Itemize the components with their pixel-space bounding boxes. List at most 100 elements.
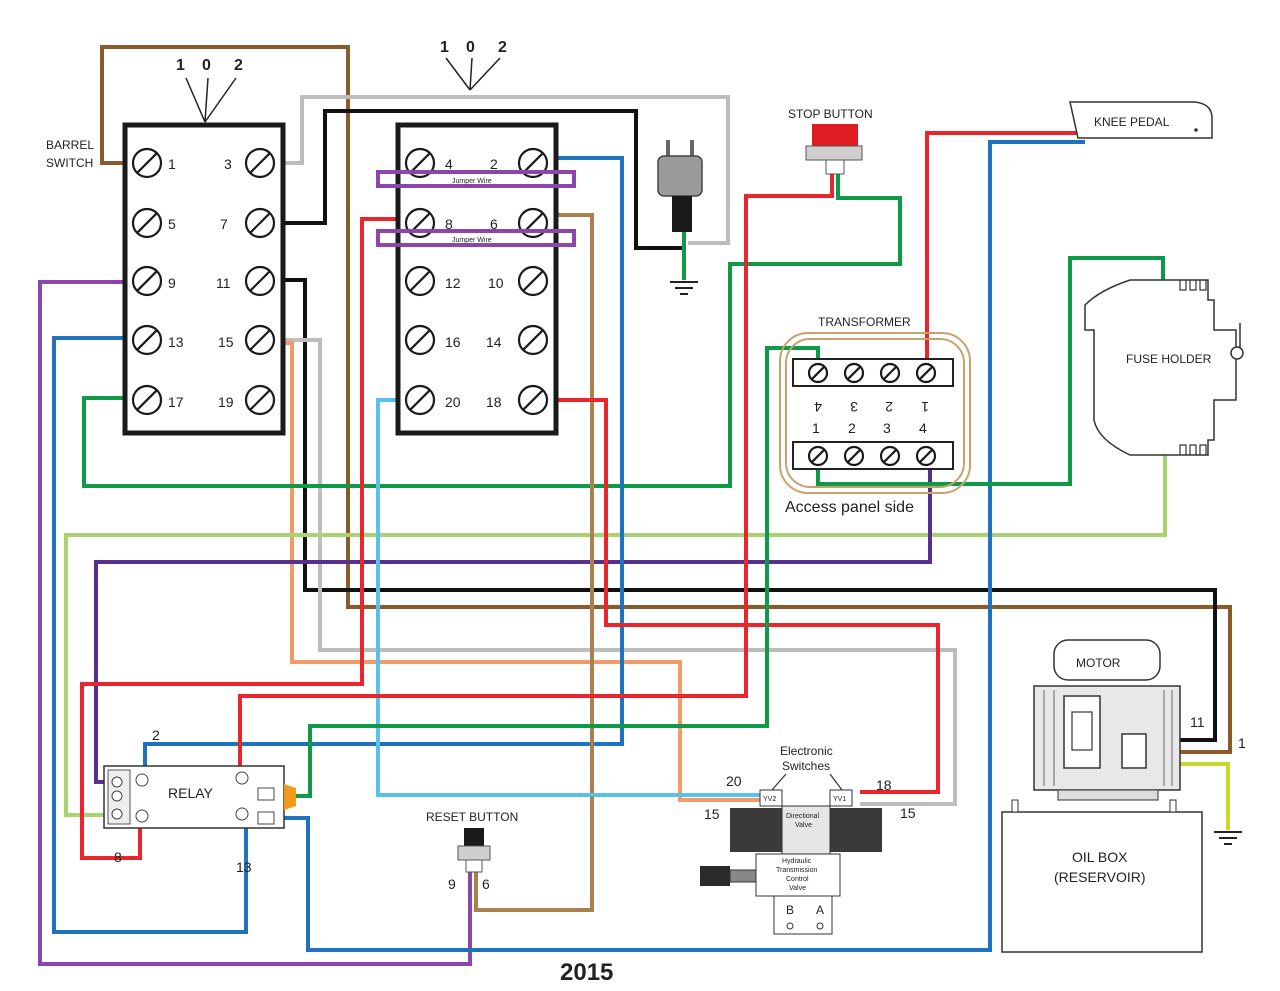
wire-green-barrel-17 (82, 173, 902, 488)
wire-black-barrel-11 (280, 278, 1217, 742)
switch2-term-label: 18 (486, 394, 502, 410)
barrel-term-label: 1 (168, 156, 176, 172)
yv1-switch (829, 789, 853, 807)
wire-gray-barrel-15 (280, 338, 957, 806)
switch2-position-0: 0 (466, 39, 475, 56)
directional-label-2: Valve (795, 822, 812, 829)
port-b-label: B (786, 903, 794, 917)
yv1-label: YV1 (833, 796, 846, 803)
reset-button-collar (457, 845, 491, 861)
screw-terminal (244, 207, 276, 239)
motor-wire-11: 11 (1190, 714, 1205, 730)
screw-terminal (807, 362, 829, 384)
transformer-top-number: 2 (885, 399, 893, 415)
plug-prong (666, 140, 670, 156)
switch2-term-label: 10 (488, 275, 504, 291)
switch2-term-label: 4 (445, 156, 453, 172)
yv2-label: YV2 (763, 796, 776, 803)
screw-terminal (879, 362, 901, 384)
screw-terminal (131, 207, 163, 239)
screw-terminal (517, 324, 549, 356)
plug-head (657, 155, 703, 197)
switch2-term-label: 16 (445, 334, 461, 350)
transformer-bottom-number: 3 (883, 420, 891, 436)
screw-terminal (131, 384, 163, 416)
hydraulic-valve: Electronic Switches YV2 YV1 20 15 18 15 … (700, 744, 916, 935)
switch2-term-label: 12 (445, 275, 461, 291)
switch2-term-label: 20 (445, 394, 461, 410)
reset-button-base (465, 859, 483, 873)
year-label: 2015 (560, 959, 613, 986)
screw-terminal (244, 147, 276, 179)
screw-terminal (843, 362, 865, 384)
fuse-holder-label: FUSE HOLDER (1126, 352, 1212, 366)
switch2-position-2: 2 (498, 39, 507, 56)
oil-box-label-2: (RESERVOIR) (1054, 869, 1146, 885)
valve-handwheel (700, 866, 730, 886)
screw-terminal (244, 384, 276, 416)
wire-orange-barrel-15 (280, 341, 760, 802)
screw-terminal (517, 384, 549, 416)
valve-right-number-18: 18 (876, 777, 892, 793)
transformer-top-number: 4 (814, 399, 822, 415)
hydraulic-label-2: Transmission (776, 867, 817, 874)
jumper-wire-1 (376, 170, 576, 188)
directional-valve-center (781, 805, 831, 855)
screw-terminal (131, 265, 163, 297)
ground-symbol-plug (670, 281, 698, 295)
barrel-switch-label-1: BARREL (46, 138, 94, 152)
screw-terminal (404, 265, 436, 297)
screw-terminal (915, 445, 937, 467)
barrel-position-2: 2 (234, 57, 243, 74)
screw-terminal (404, 324, 436, 356)
wire-purple-barrel-9 (38, 280, 472, 966)
switch2-term-label: 14 (486, 334, 502, 350)
barrel-switch: BARREL SWITCH 1 0 2 1 5 9 13 17 3 7 11 1… (46, 57, 286, 436)
reset-button: RESET BUTTON 9 6 (426, 810, 518, 892)
hydraulic-label-1: Hydraulic (782, 858, 812, 865)
transformer-outline-inner (785, 338, 965, 488)
screw-terminal (244, 324, 276, 356)
screw-terminal (517, 265, 549, 297)
wire-black-barrel-7 (280, 109, 684, 250)
screw-terminal (915, 362, 937, 384)
screw-terminal (879, 445, 901, 467)
jumper-wire-label-2: Jumper Wire (452, 237, 492, 244)
barrel-position-0: 0 (202, 57, 211, 74)
barrel-term-label: 11 (216, 275, 231, 291)
relay-wire-13: 13 (236, 859, 252, 875)
stop-button-cap (812, 124, 858, 146)
wire-lightgreen-fuse (64, 455, 1167, 817)
transformer-bottom-number: 2 (848, 420, 856, 436)
barrel-term-label: 5 (168, 216, 176, 232)
screw-terminal (131, 324, 163, 356)
transformer: TRANSFORMER 4 3 2 1 1 2 3 4 Access panel… (779, 315, 971, 516)
barrel-term-label: 13 (168, 334, 184, 350)
wire-red-switch2-18 (553, 398, 940, 794)
wires (38, 45, 1232, 966)
barrel-term-label: 15 (218, 334, 234, 350)
reset-wire-6: 6 (482, 876, 490, 892)
motor-wire-1: 1 (1238, 735, 1246, 751)
wire-red-kneepedal (925, 131, 1085, 370)
power-plug (657, 140, 703, 232)
switch2-term-label: 2 (490, 156, 498, 172)
wire-green-transformer (280, 346, 820, 798)
barrel-term-label: 17 (168, 394, 184, 410)
screw-terminal (843, 445, 865, 467)
screw-terminal (131, 147, 163, 179)
barrel-position-1: 1 (176, 57, 185, 74)
stop-button-collar (805, 145, 863, 161)
transformer-bottom-number: 4 (919, 420, 927, 436)
relay-label: RELAY (168, 785, 214, 801)
directional-label-1: Directional (786, 813, 820, 820)
wire-green-fuse (816, 256, 1165, 486)
port-a-label: A (816, 903, 824, 917)
switch2-term-label: 8 (445, 216, 453, 232)
jumper-wire-label-1: Jumper Wire (452, 178, 492, 185)
transformer-top-number: 1 (921, 399, 929, 415)
switch2-position-1: 1 (440, 39, 449, 56)
wire-brown-barrel-1 (100, 45, 1232, 754)
motor-label: MOTOR (1076, 656, 1121, 670)
